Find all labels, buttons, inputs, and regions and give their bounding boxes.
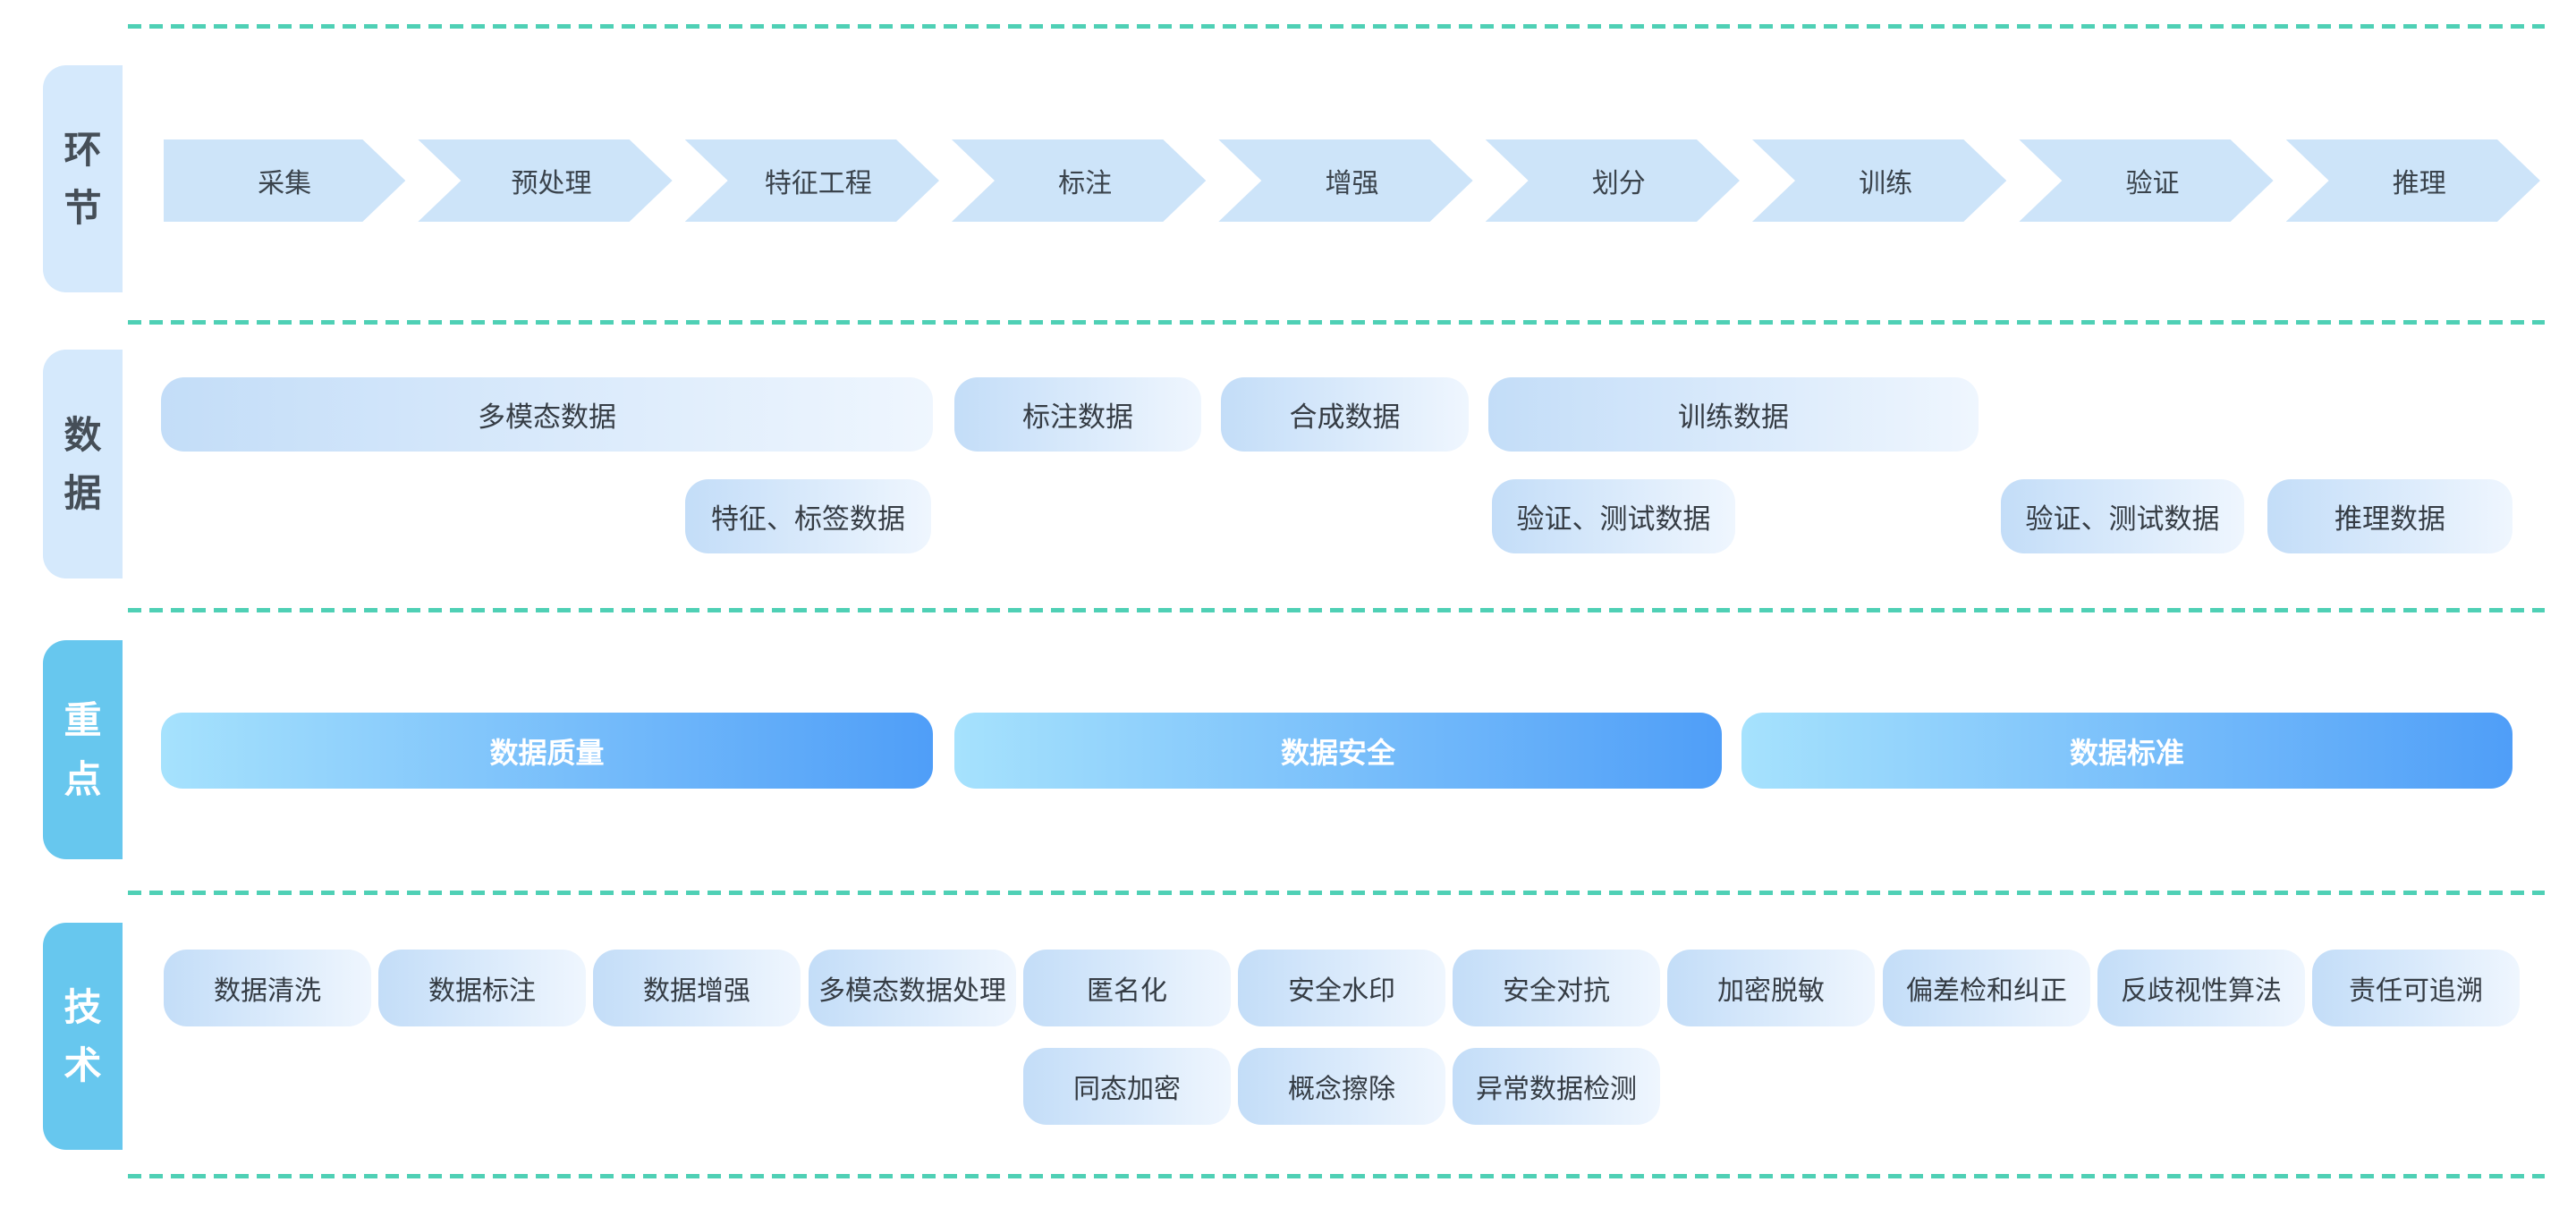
data-box-val-test-2: 验证、测试数据 [2001, 479, 2244, 553]
separator-line [128, 1174, 2545, 1178]
tech-box-augmentation: 数据增强 [593, 950, 801, 1026]
tech-box-concept-erasure: 概念擦除 [1238, 1048, 1445, 1125]
tech-box-multimodal-processing: 多模态数据处理 [809, 950, 1016, 1026]
stage-arrow-train: 训练 [1752, 139, 2006, 222]
stage-arrow-feature-engineering: 特征工程 [685, 139, 939, 222]
data-box-feature-label: 特征、标签数据 [685, 479, 931, 553]
tech-box-bias-correction: 偏差检和纠正 [1883, 950, 2090, 1026]
tech-box-security-watermark: 安全水印 [1238, 950, 1445, 1026]
tech-box-anonymization: 匿名化 [1023, 950, 1231, 1026]
tech-box-encrypt-desensitize: 加密脱敏 [1667, 950, 1875, 1026]
section-label-focus: 重点 [43, 640, 123, 859]
stage-arrow-augment: 增强 [1218, 139, 1472, 222]
stage-arrow-collect: 采集 [164, 139, 405, 222]
tech-box-anti-discrimination: 反歧视性算法 [2097, 950, 2305, 1026]
stage-arrow-annotate: 标注 [952, 139, 1206, 222]
tech-box-annotation: 数据标注 [378, 950, 586, 1026]
tech-box-traceability: 责任可追溯 [2312, 950, 2520, 1026]
section-label-tech: 技术 [43, 923, 123, 1150]
data-box-annotated: 标注数据 [954, 377, 1201, 452]
focus-bar-security: 数据安全 [954, 713, 1722, 789]
tech-box-homomorphic-encryption: 同态加密 [1023, 1048, 1231, 1125]
data-box-synthetic: 合成数据 [1221, 377, 1469, 452]
section-label-stages: 环节 [43, 65, 123, 292]
stage-arrow-preprocess: 预处理 [418, 139, 672, 222]
tech-box-cleaning: 数据清洗 [164, 950, 371, 1026]
data-box-training: 训练数据 [1488, 377, 1979, 452]
stage-arrow-strip: 采集 预处理 特征工程 标注 增强 划分 训练 验证 推理 [164, 139, 2540, 222]
stage-arrow-validate: 验证 [2019, 139, 2273, 222]
separator-line [128, 24, 2545, 29]
focus-bar-standard: 数据标准 [1741, 713, 2512, 789]
stage-arrow-inference: 推理 [2286, 139, 2540, 222]
section-label-data: 数据 [43, 350, 123, 578]
data-box-val-test-1: 验证、测试数据 [1492, 479, 1735, 553]
tech-box-security-adversarial: 安全对抗 [1453, 950, 1660, 1026]
separator-line [128, 608, 2545, 612]
separator-line [128, 891, 2545, 895]
data-box-inference: 推理数据 [2267, 479, 2512, 553]
stage-arrow-split: 划分 [1486, 139, 1740, 222]
separator-line [128, 320, 2545, 325]
data-box-multimodal: 多模态数据 [161, 377, 933, 452]
tech-box-anomaly-detection: 异常数据检测 [1453, 1048, 1660, 1125]
focus-bar-quality: 数据质量 [161, 713, 933, 789]
